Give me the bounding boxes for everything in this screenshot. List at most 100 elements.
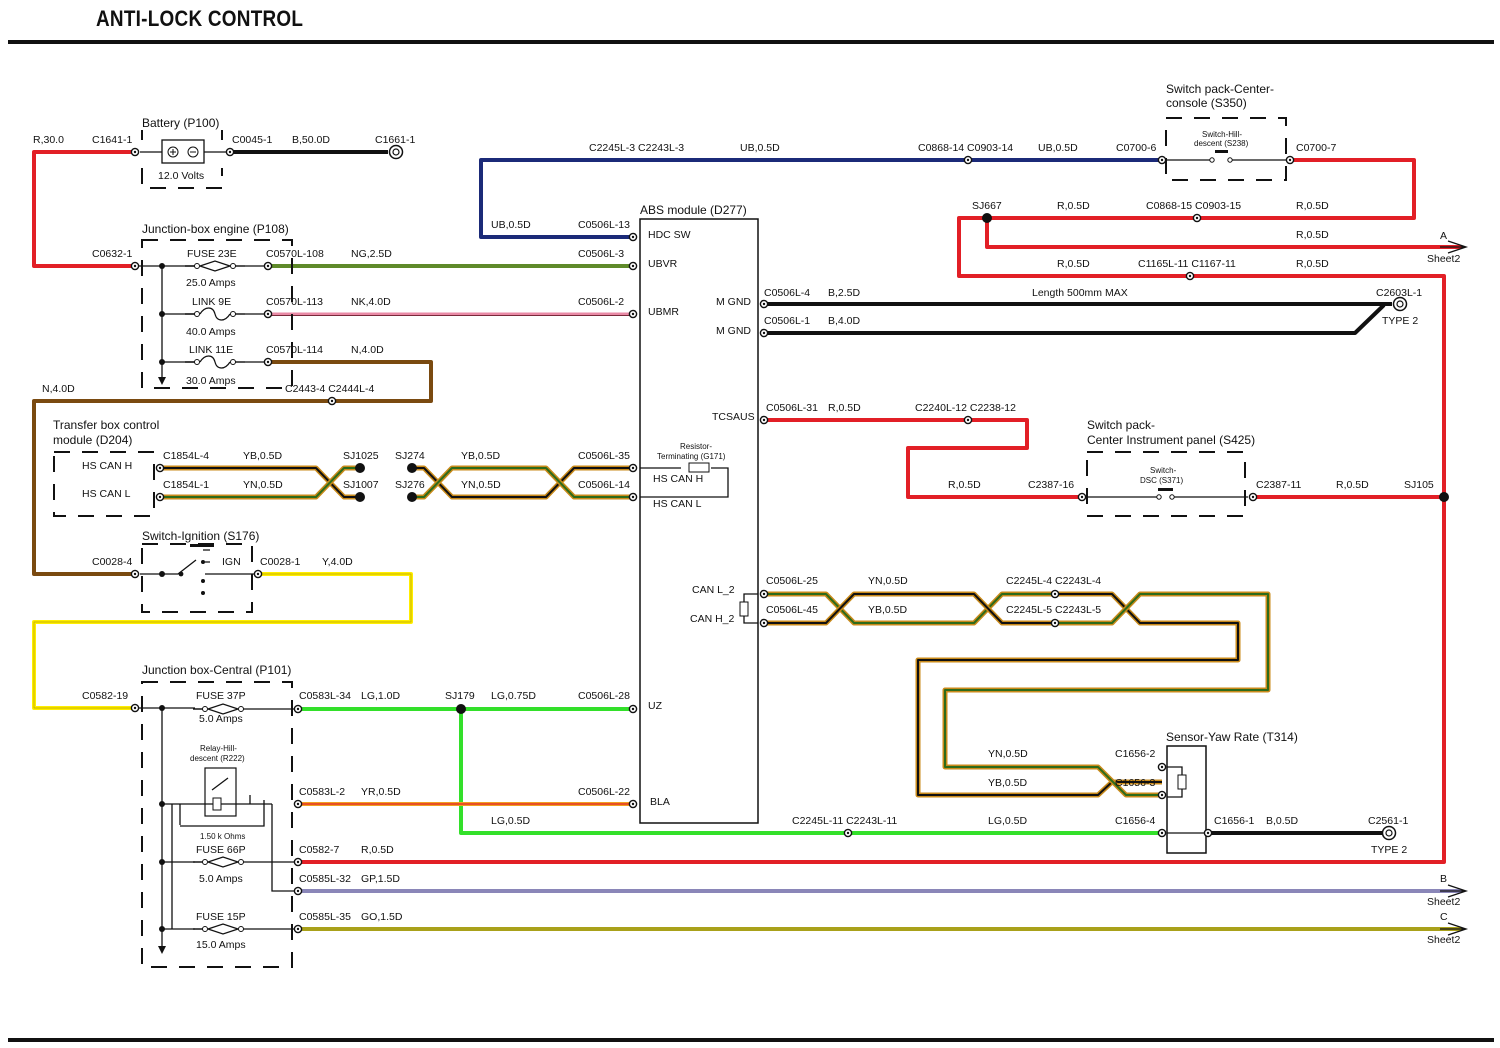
label-sj276: SJ276 — [395, 479, 425, 491]
connector-pin — [628, 232, 638, 242]
label-resistor-1: Resistor- — [680, 442, 712, 451]
label-b40: B,4.0D — [828, 315, 861, 327]
sheet-ref-label: Sheet2 — [1427, 896, 1460, 908]
label-c0583l-34: C0583L-34 — [299, 690, 351, 702]
connector-pin — [155, 492, 165, 502]
label-c0045-1: C0045-1 — [232, 134, 272, 146]
label-ub05b: UB,0.5D — [491, 219, 531, 231]
label-hs-can-h: HS CAN H — [653, 473, 703, 485]
label-yb05a: YB,0.5D — [243, 450, 283, 462]
splice-dot — [1439, 492, 1449, 502]
label-resistor-2: Terminating (G171) — [657, 452, 726, 461]
label-hs-can-l: HS CAN L — [653, 498, 702, 510]
splice-dot — [159, 705, 165, 711]
ground-terminal-icon — [1381, 825, 1397, 841]
splice-dot — [407, 492, 417, 502]
connector-pin — [1248, 492, 1258, 502]
label-type2: TYPE 2 — [1382, 315, 1418, 327]
label-c0585l-32: C0585L-32 — [299, 873, 351, 885]
label-link11e: LINK 11E — [189, 344, 233, 356]
label-c1656-1: C1656-1 — [1214, 815, 1254, 827]
label-c1656-4: C1656-4 — [1115, 815, 1155, 827]
connector-pin — [759, 618, 769, 628]
fuse-37p — [193, 703, 253, 715]
wire-r05-sheetA — [985, 218, 1462, 249]
label-hs-can-h: HS CAN H — [82, 460, 132, 472]
label-c2245l-3: C2245L-3 C2243L-3 — [589, 142, 684, 154]
connector-pin — [1050, 618, 1060, 628]
label-c0700-6: C0700-6 — [1116, 142, 1156, 154]
sheet-ref-letter: A — [1440, 230, 1447, 242]
label-lg05b: LG,0.5D — [988, 815, 1028, 827]
label-sj105: SJ105 — [1404, 479, 1434, 491]
label-hdc-sw: HDC SW — [648, 229, 691, 241]
connector-pin — [263, 261, 273, 271]
wire-r05-tcs — [764, 418, 1082, 499]
connector-pin — [1157, 762, 1167, 772]
label-m-gnd: M GND — [716, 325, 751, 337]
label-c1854l-1: C1854L-1 — [163, 479, 209, 491]
label-yb05c: YB,0.5D — [868, 604, 908, 616]
wire-r05-c0700 — [957, 158, 1446, 497]
splice-dot — [159, 311, 165, 317]
label-link11e-amps: 30.0 Amps — [186, 375, 236, 387]
connector-pin — [628, 704, 638, 714]
label-c0506l-3: C0506L-3 — [578, 248, 624, 260]
label-yn05b: YN,0.5D — [461, 479, 501, 491]
connector-pin — [759, 589, 769, 599]
label-tcsaus: TCSAUS — [712, 411, 755, 423]
label-c1656-2: C1656-2 — [1115, 748, 1155, 760]
connector-pin — [963, 155, 973, 165]
label-can-h-2: CAN H_2 — [690, 613, 735, 625]
label-lg10: LG,1.0D — [361, 690, 401, 702]
label-fuse37p: FUSE 37P — [196, 690, 246, 702]
label-yb05d: YB,0.5D — [988, 777, 1028, 789]
label-r05-dsc: R,0.5D — [948, 479, 981, 491]
connector-pin — [1157, 790, 1167, 800]
label-b50: B,50.0D — [292, 134, 330, 146]
connector-pin — [263, 309, 273, 319]
connector-pin — [327, 396, 337, 406]
splice-dot — [159, 263, 165, 269]
label-fuse37p-amps: 5.0 Amps — [199, 713, 243, 725]
label-sj274: SJ274 — [395, 450, 425, 462]
label-c2387-16: C2387-16 — [1028, 479, 1074, 491]
connector-pin — [130, 703, 140, 713]
connector-pin — [843, 828, 853, 838]
splice-dot — [159, 926, 165, 932]
twisted-pair-hs-can-abs — [412, 465, 633, 500]
sheet-ref-letter: B — [1440, 873, 1447, 885]
splice-dot — [982, 213, 992, 223]
abs-module-box — [639, 218, 759, 824]
label-r05-sj667: R,0.5D — [1057, 200, 1090, 212]
connector-pin — [293, 857, 303, 867]
label-r05-c0700: R,0.5D — [1296, 200, 1329, 212]
label-c2443-4: C2443-4 C2444L-4 — [285, 383, 374, 395]
label-c0506l-4: C0506L-4 — [764, 287, 810, 299]
fuse-15p — [193, 923, 253, 935]
label-c2245l-11: C2245L-11 C2243L-11 — [792, 815, 897, 827]
label-lg075: LG,0.75D — [491, 690, 536, 702]
label-switch-pack-instr-1: Switch pack- — [1087, 418, 1155, 432]
fuse-66p — [193, 856, 253, 868]
sheet-arrow-icon — [1440, 884, 1469, 898]
label-c1165l-11: C1165L-11 C1167-11 — [1138, 258, 1236, 270]
wire-r05-bottom — [298, 495, 1446, 864]
label-yn05c: YN,0.5D — [868, 575, 908, 587]
label-c0028-1: C0028-1 — [260, 556, 300, 568]
label-c0868-14: C0868-14 C0903-14 — [918, 142, 1013, 154]
label-sensor-yaw: Sensor-Yaw Rate (T314) — [1166, 730, 1298, 744]
page-title: ANTI-LOCK CONTROL — [96, 6, 304, 31]
label-battery-volts: 12.0 Volts — [158, 170, 204, 182]
ground-terminal-icon — [388, 144, 404, 160]
label-c0583l-2: C0583L-2 — [299, 786, 345, 798]
label-gp15: GP,1.5D — [361, 873, 400, 885]
connector-pin — [130, 569, 140, 579]
sheet-ref-label: Sheet2 — [1427, 253, 1460, 265]
label-sj1025: SJ1025 — [343, 450, 379, 462]
label-switch-hill-1: Switch-Hill- — [1202, 130, 1242, 139]
label-type2: TYPE 2 — [1371, 844, 1407, 856]
wire-r30 — [32, 150, 135, 268]
label-c0506l-31: C0506L-31 — [766, 402, 818, 414]
